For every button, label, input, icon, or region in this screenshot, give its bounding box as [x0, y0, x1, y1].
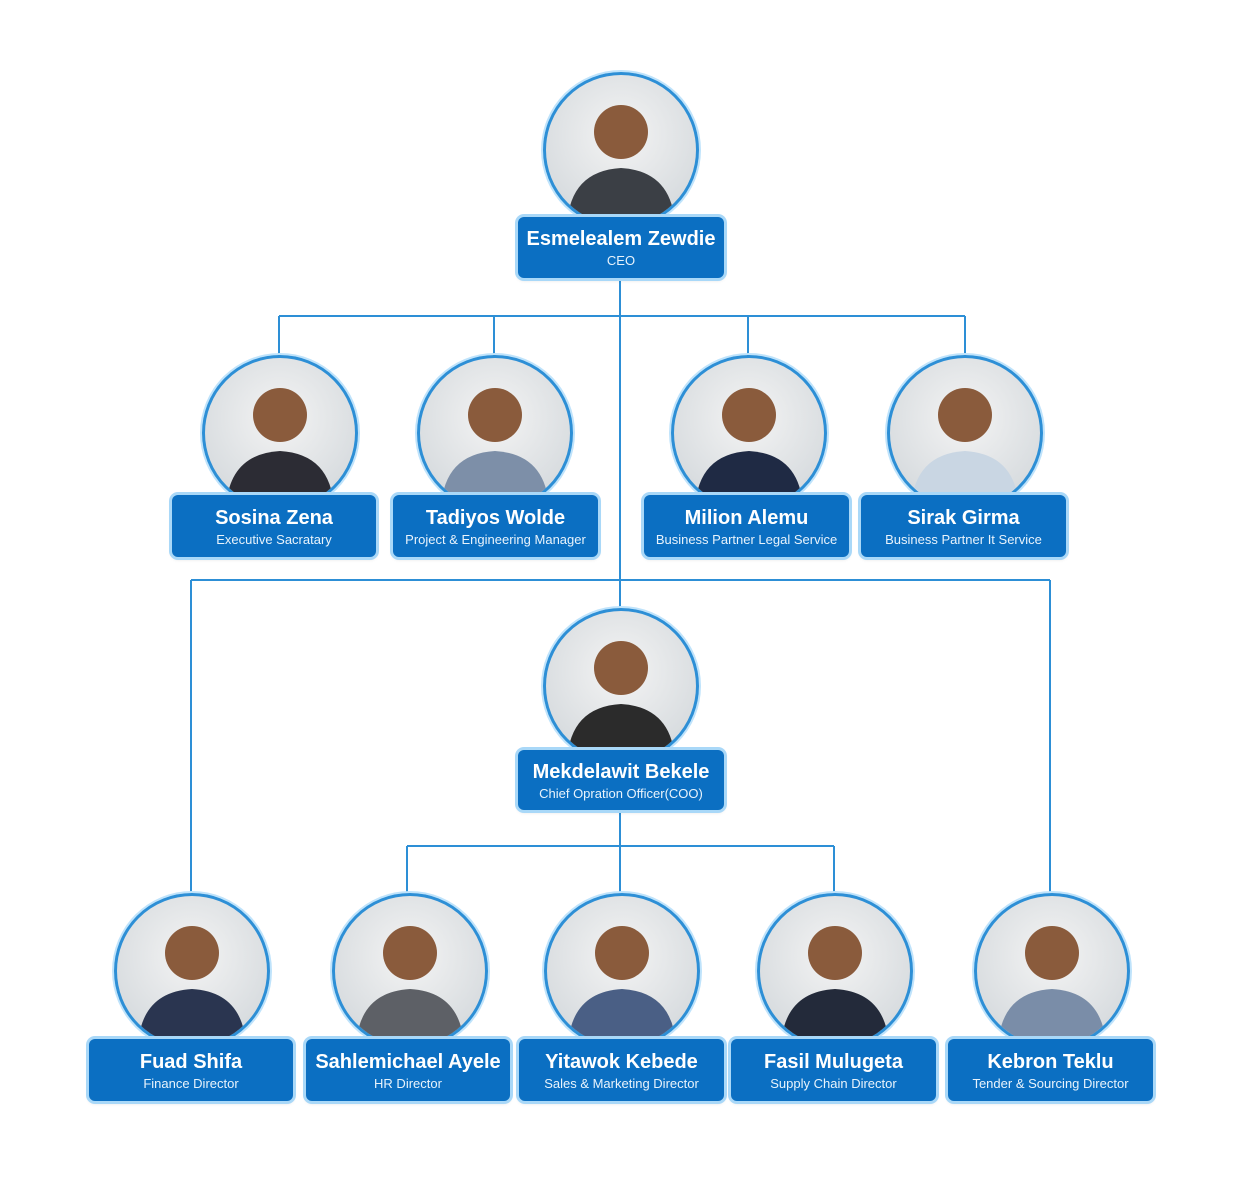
person-photo-icon — [911, 388, 1019, 508]
person-title: Sales & Marketing Director — [544, 1075, 699, 1091]
card-exec-sec: Sosina Zena Executive Sacratary — [172, 495, 376, 557]
card-finance: Fuad Shifa Finance Director — [89, 1039, 293, 1101]
person-title: Chief Opration Officer(COO) — [539, 785, 703, 801]
person-name: Sosina Zena — [215, 506, 333, 529]
person-photo-icon — [226, 388, 334, 508]
person-name: Kebron Teklu — [987, 1050, 1114, 1073]
person-photo-icon — [356, 926, 464, 1046]
avatar-finance — [114, 893, 270, 1049]
avatar-hr — [332, 893, 488, 1049]
avatar-coo — [543, 608, 699, 764]
person-name: Esmelealem Zewdie — [526, 228, 716, 250]
person-title: Supply Chain Director — [770, 1075, 897, 1091]
avatar-ceo — [543, 72, 699, 228]
avatar-tender — [974, 893, 1130, 1049]
person-photo-icon — [441, 388, 549, 508]
avatar-exec-sec — [202, 355, 358, 511]
card-it: Sirak Girma Business Partner It Service — [861, 495, 1066, 557]
person-name: Milion Alemu — [684, 506, 809, 529]
avatar-supply — [757, 893, 913, 1049]
person-photo-icon — [998, 926, 1106, 1046]
person-photo-icon — [567, 105, 675, 225]
person-photo-icon — [568, 926, 676, 1046]
person-name: Sahlemichael Ayele — [315, 1050, 501, 1073]
person-name: Mekdelawit Bekele — [532, 760, 710, 783]
person-title: Finance Director — [143, 1075, 239, 1091]
person-photo-icon — [138, 926, 246, 1046]
card-legal: Milion Alemu Business Partner Legal Serv… — [644, 495, 849, 557]
avatar-legal — [671, 355, 827, 511]
person-title: CEO — [606, 253, 636, 268]
person-title: Tender & Sourcing Director — [972, 1075, 1129, 1091]
person-name: Fuad Shifa — [139, 1050, 243, 1073]
card-supply: Fasil Mulugeta Supply Chain Director — [731, 1039, 936, 1101]
card-coo: Mekdelawit Bekele Chief Opration Officer… — [518, 750, 724, 810]
card-tender: Kebron Teklu Tender & Sourcing Director — [948, 1039, 1153, 1101]
person-title: Project & Engineering Manager — [405, 531, 586, 547]
avatar-sales — [544, 893, 700, 1049]
person-name: Yitawok Kebede — [545, 1050, 698, 1073]
person-name: Fasil Mulugeta — [764, 1050, 903, 1073]
avatar-it — [887, 355, 1043, 511]
person-title: HR Director — [374, 1075, 442, 1091]
avatar-project-eng — [417, 355, 573, 511]
card-sales: Yitawok Kebede Sales & Marketing Directo… — [519, 1039, 724, 1101]
person-name: Sirak Girma — [907, 506, 1020, 529]
person-name: Tadiyos Wolde — [425, 506, 566, 529]
person-photo-icon — [781, 926, 889, 1046]
person-title: Business Partner Legal Service — [655, 531, 838, 547]
card-project-eng: Tadiyos Wolde Project & Engineering Mana… — [393, 495, 598, 557]
person-photo-icon — [567, 641, 675, 761]
person-photo-icon — [695, 388, 803, 508]
card-hr: Sahlemichael Ayele HR Director — [306, 1039, 510, 1101]
card-ceo: Esmelealem Zewdie CEO — [518, 217, 724, 278]
person-title: Executive Sacratary — [216, 531, 332, 547]
person-title: Business Partner It Service — [885, 531, 1042, 547]
